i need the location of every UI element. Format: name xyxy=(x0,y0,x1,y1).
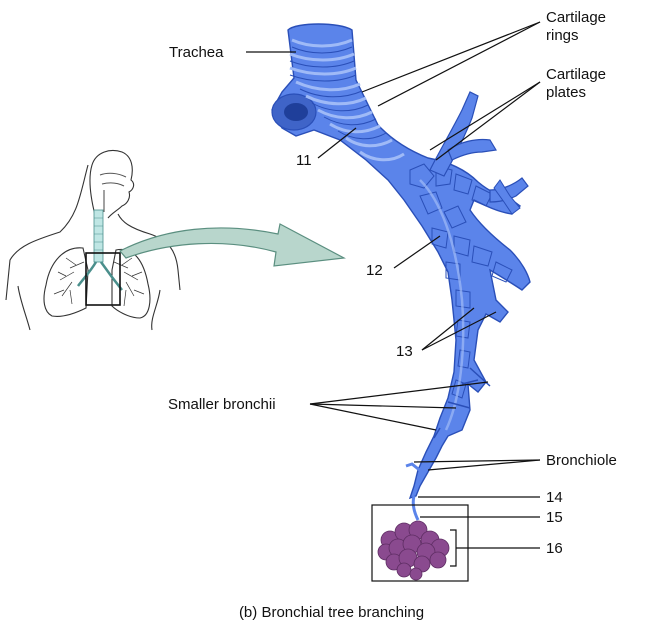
label-cartilage-rings-line2: rings xyxy=(546,27,579,44)
inset-box xyxy=(85,252,121,306)
figure-caption: (b) Bronchial tree branching xyxy=(238,604,425,621)
alveoli-box xyxy=(371,504,469,582)
bronchial-tree xyxy=(271,23,531,521)
lung-bronchi-lines xyxy=(53,257,145,307)
label-cartilage-rings-line1: Cartilage xyxy=(546,9,607,26)
label-13: 13 xyxy=(396,343,413,360)
leader-lines xyxy=(246,21,541,549)
label-14: 14 xyxy=(546,489,563,506)
label-smaller-bronchii: Smaller bronchii xyxy=(168,396,276,413)
label-11: 11 xyxy=(296,152,312,169)
pointer-arrow xyxy=(119,223,346,267)
cartilage-plates xyxy=(409,163,513,399)
label-cartilage-plates-line1: Cartilage xyxy=(546,66,607,83)
body-outline xyxy=(5,149,181,331)
label-bronchiole: Bronchiole xyxy=(546,452,617,469)
label-16: 16 xyxy=(546,540,563,557)
label-12: 12 xyxy=(366,262,383,279)
label-trachea: Trachea xyxy=(169,44,224,61)
label-15: 15 xyxy=(546,509,563,526)
trachea-tube xyxy=(271,23,531,500)
cartilage-rings xyxy=(289,38,405,162)
bracket-16 xyxy=(450,529,457,567)
label-cartilage-plates-line2: plates xyxy=(546,84,587,101)
alveoli-cluster xyxy=(377,520,450,581)
